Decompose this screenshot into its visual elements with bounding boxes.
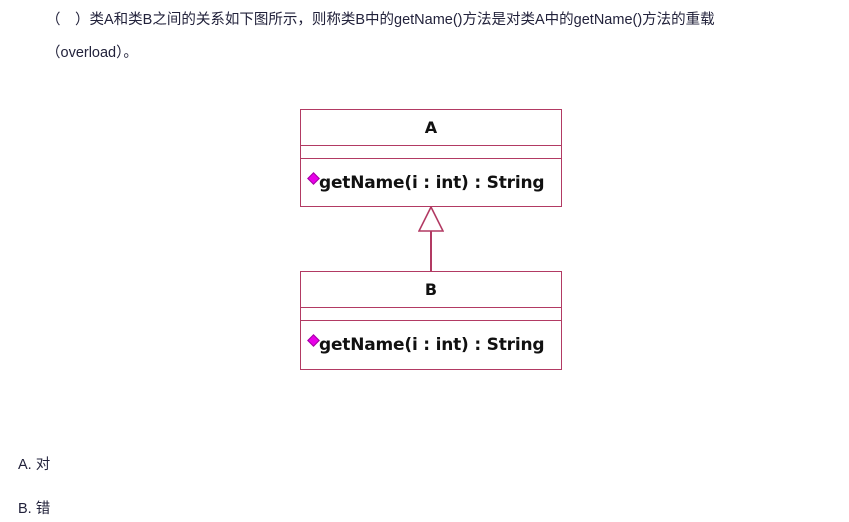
uml-methods-compartment-b: getName(i : int) : String [301, 321, 561, 368]
uml-methods-compartment-a: getName(i : int) : String [301, 159, 561, 206]
uml-method-signature-b: getName(i : int) : String [319, 334, 545, 355]
magenta-diamond-icon [307, 171, 320, 185]
uml-class-box-a: A getName(i : int) : String [300, 109, 562, 207]
uml-class-name-b: B [301, 272, 561, 308]
uml-method-signature-a: getName(i : int) : String [319, 172, 545, 193]
question-text-line-2: （overload）。 [46, 45, 138, 61]
magenta-diamond-icon [307, 333, 320, 347]
uml-class-name-a: A [301, 110, 561, 146]
answer-option-a[interactable]: A. 对 [18, 457, 51, 473]
uml-generalization-connector [407, 206, 457, 272]
uml-attributes-compartment-a [301, 146, 561, 159]
inheritance-triangle-icon [418, 206, 444, 232]
uml-attributes-compartment-b [301, 308, 561, 321]
answer-option-b[interactable]: B. 错 [18, 501, 51, 517]
uml-class-box-b: B getName(i : int) : String [300, 271, 562, 370]
generalization-line [430, 231, 432, 272]
question-text-line-1: （ ）类A和类B之间的关系如下图所示，则称类B中的getName()方法是对类A… [46, 12, 715, 28]
uml-class-diagram: A getName(i : int) : String B getName(i … [300, 109, 564, 371]
